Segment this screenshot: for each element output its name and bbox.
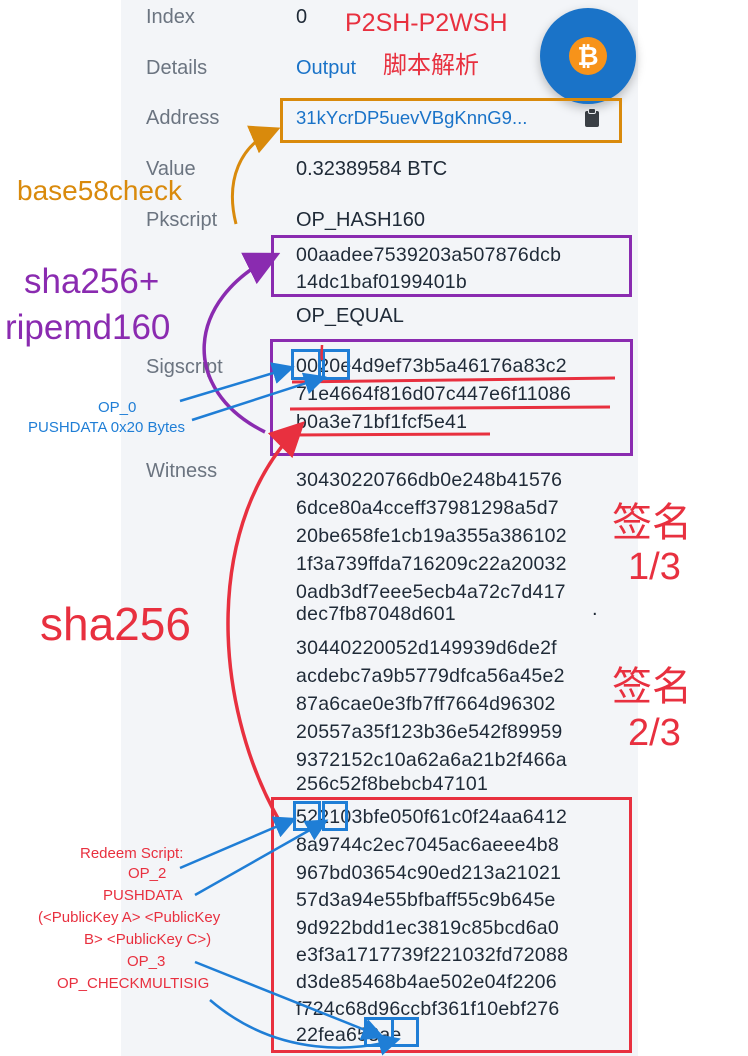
annotation-sig2-fraction: 2/3	[628, 712, 681, 754]
sigscript-line: b0a3e71bf1fcf5e41	[296, 411, 468, 433]
witness-sig1-line: 0adb3df7eee5ecb4a72c7d417	[296, 581, 566, 603]
sigscript-line: 71e4664f816d07c447e6f11086	[296, 383, 572, 405]
annotation-redeem-op2: OP_2	[128, 865, 167, 882]
annotation-ripemd160: ripemd160	[5, 308, 171, 347]
annotation-subtitle: 脚本解析	[383, 52, 479, 79]
witness-label: Witness	[146, 460, 218, 482]
witness-redeem-line: 9d922bdd1ec3819c85bcd6a0	[296, 917, 559, 939]
value-label: Value	[146, 158, 196, 180]
annotation-sig1-label: 签名	[612, 501, 692, 545]
witness-sig2-line: 20557a35f123b36e542f89959	[296, 721, 563, 743]
transaction-output-panel	[121, 0, 638, 1056]
address-link[interactable]: 31kYcrDP5uevVBgKnnG9...	[296, 107, 528, 128]
pkscript-op-equal: OP_EQUAL	[296, 305, 404, 327]
annotation-sha256-plus: sha256+	[24, 262, 160, 301]
annotation-sig2-label: 签名	[612, 665, 692, 709]
witness-sig2-line: 87a6cae0e3fb7ff7664d96302	[296, 693, 556, 715]
witness-sig2-line: 256c52f8bebcb47101	[296, 773, 489, 795]
sigscript-box	[270, 339, 633, 456]
annotation-redeem-keys2: B> <PublicKey C>)	[84, 931, 212, 948]
witness-sig2-line: 9372152c10a62a6a21b2f466a	[296, 749, 567, 771]
address-label: Address	[146, 107, 220, 129]
index-label: Index	[146, 6, 195, 28]
witness-sig2-line: acdebc7a9b5779dfca56a45e2	[296, 665, 565, 687]
witness-redeem-line: 8a9744c2ec7045ac6aeee4b8	[296, 834, 559, 856]
annotation-sha256: sha256	[40, 598, 191, 650]
details-output-link[interactable]: Output	[296, 57, 357, 79]
witness-sig1-line: 6dce80a4cceff37981298a5d7	[296, 497, 559, 519]
index-value: 0	[296, 6, 308, 28]
witness-redeem-line: 967bd03654c90ed213a21021	[296, 862, 562, 884]
annotation-redeem-checkmultisig: OP_CHECKMULTISIG	[57, 975, 210, 992]
value-amount: 0.32389584 BTC	[296, 158, 448, 180]
witness-sig1-line: 1f3a739ffda716209c22a20032	[296, 553, 567, 575]
witness-sig1-line: 30430220766db0e248b41576	[296, 469, 563, 491]
annotation-redeem-pushdata: PUSHDATA	[103, 887, 183, 904]
redeem-script-box	[271, 797, 632, 1053]
pkscript-op-hash160: OP_HASH160	[296, 209, 425, 231]
annotation-redeem-op3: OP_3	[127, 953, 166, 970]
annotation-sig1-fraction: 1/3	[628, 546, 681, 588]
address-highlight-box	[280, 98, 622, 143]
witness-sig2-line: 30440220052d149939d6de2f	[296, 637, 557, 659]
witness-redeem-line: 57d3a94e55bfbaff55c9b645e	[296, 889, 556, 911]
annotation-title: P2SH-P2WSH	[345, 9, 508, 37]
push21-byte-box	[322, 801, 348, 831]
copy-icon[interactable]	[584, 108, 600, 128]
witness-redeem-line: e3f3a1717739f221032fd72088	[296, 944, 569, 966]
annotation-redeem-title: Redeem Script:	[80, 845, 184, 862]
bitcoin-logo-icon[interactable]: ₿	[540, 8, 636, 104]
pkscript-hash-line: 14dc1baf0199401b	[296, 271, 467, 293]
annotation-base58check: base58check	[17, 175, 183, 206]
annotation-pushdata: PUSHDATA 0x20 Bytes	[28, 419, 186, 436]
annotation-redeem-keys1: (<PublicKey A> <PublicKey	[38, 909, 221, 926]
pkscript-hash-line: 00aadee7539203a507876dcb	[296, 244, 562, 266]
witness-dot: .	[592, 598, 598, 620]
witness-sig1-line: dec7fb87048d601	[296, 603, 456, 625]
witness-redeem-line: 522103bfe050f61c0f24aa6412	[296, 806, 568, 828]
witness-redeem-line: f724c68d96ccbf361f10ebf276	[296, 998, 560, 1020]
witness-redeem-line: d3de85468b4ae502e04f2206	[296, 971, 557, 993]
op-checkmultisig-byte-box	[391, 1017, 419, 1047]
pkscript-label: Pkscript	[146, 209, 218, 231]
sigscript-line: 0020e4d9ef73b5a46176a83c2	[296, 355, 567, 377]
annotation-op0: OP_0	[98, 399, 137, 416]
witness-sig1-line: 20be658fe1cb19a355a386102	[296, 525, 567, 547]
bitcoin-symbol: ₿	[569, 37, 607, 75]
push20-byte-box	[322, 349, 350, 380]
details-label: Details	[146, 57, 208, 79]
